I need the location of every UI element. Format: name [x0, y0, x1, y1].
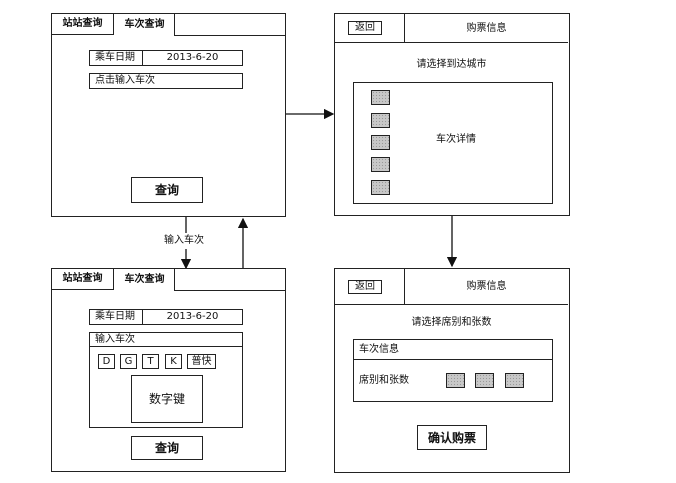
screen-title: 购票信息	[466, 22, 507, 34]
tab-bar-filler	[174, 13, 286, 36]
date-value: 2013-6-20	[166, 52, 219, 63]
prompt-text: 请选择到达城市	[416, 59, 487, 70]
header-bar: 返回 购票信息	[335, 14, 568, 43]
date-label: 乘车日期	[90, 51, 143, 65]
train-detail-label: 车次详情	[436, 134, 476, 145]
city-checkbox-3[interactable]	[371, 135, 390, 150]
city-checkbox-2[interactable]	[371, 113, 390, 128]
header-bar: 返回 购票信息	[335, 269, 568, 305]
numeric-keypad[interactable]: 数字键	[131, 375, 203, 423]
seat-option-1[interactable]	[446, 373, 465, 388]
tab-station-query[interactable]: 站站查询	[51, 13, 114, 35]
seat-panel: 车次信息 席别和张数	[353, 339, 553, 402]
header-divider	[404, 14, 406, 43]
train-input-panel: 输入车次 D G T K 普快 数字键	[89, 332, 243, 428]
train-number-input[interactable]: 点击输入车次	[89, 73, 243, 89]
back-button[interactable]: 返回	[348, 280, 382, 294]
train-detail-list: 车次详情	[353, 82, 553, 204]
confirm-purchase-label: 确认购票	[427, 430, 476, 445]
tab-bar-filler	[174, 268, 286, 291]
key-g[interactable]: G	[120, 354, 137, 369]
seat-option-2[interactable]	[475, 373, 494, 388]
query-button-label: 查询	[154, 183, 179, 197]
key-k[interactable]: K	[165, 354, 182, 369]
tab-train-query[interactable]: 车次查询	[114, 13, 175, 35]
numeric-keypad-label: 数字键	[148, 392, 185, 406]
header-divider	[404, 269, 406, 305]
back-button[interactable]: 返回	[348, 21, 382, 35]
key-ordinary-fast[interactable]: 普快	[187, 354, 216, 369]
key-d[interactable]: D	[98, 354, 115, 369]
city-checkbox-4[interactable]	[371, 157, 390, 172]
tab-station-query[interactable]: 站站查询	[51, 268, 114, 290]
date-label: 乘车日期	[90, 310, 143, 324]
date-field[interactable]: 乘车日期 2013-6-20	[89, 309, 243, 325]
screen-train-input: 站站查询 车次查询 乘车日期 2013-6-20 输入车次 D G T K 普快…	[51, 268, 286, 472]
city-checkbox-5[interactable]	[371, 180, 390, 195]
confirm-purchase-button[interactable]: 确认购票	[417, 425, 487, 450]
query-button-label: 查询	[154, 441, 179, 455]
screen-select-city: 返回 购票信息 请选择到达城市 车次详情	[334, 13, 570, 216]
screen-title: 购票信息	[466, 281, 507, 292]
query-button[interactable]: 查询	[131, 177, 203, 203]
date-value: 2013-6-20	[166, 311, 219, 322]
seat-option-3[interactable]	[505, 373, 524, 388]
seat-count-label: 席别和张数	[359, 375, 409, 386]
screen-select-seat: 返回 购票信息 请选择席别和张数 车次信息 席别和张数 确认购票	[334, 268, 570, 473]
screen-train-query: 站站查询 车次查询 乘车日期 2013-6-20 点击输入车次 查询	[51, 13, 286, 217]
prompt-text: 请选择席别和张数	[411, 317, 492, 328]
query-button[interactable]: 查询	[131, 436, 203, 460]
date-field[interactable]: 乘车日期 2013-6-20	[89, 50, 243, 66]
tab-train-query[interactable]: 车次查询	[114, 268, 175, 290]
train-input-label: 输入车次	[90, 333, 242, 347]
key-t[interactable]: T	[142, 354, 159, 369]
flow-label-input-train: 输入车次	[164, 235, 204, 246]
city-checkbox-1[interactable]	[371, 90, 390, 105]
train-info-label: 车次信息	[354, 340, 552, 360]
